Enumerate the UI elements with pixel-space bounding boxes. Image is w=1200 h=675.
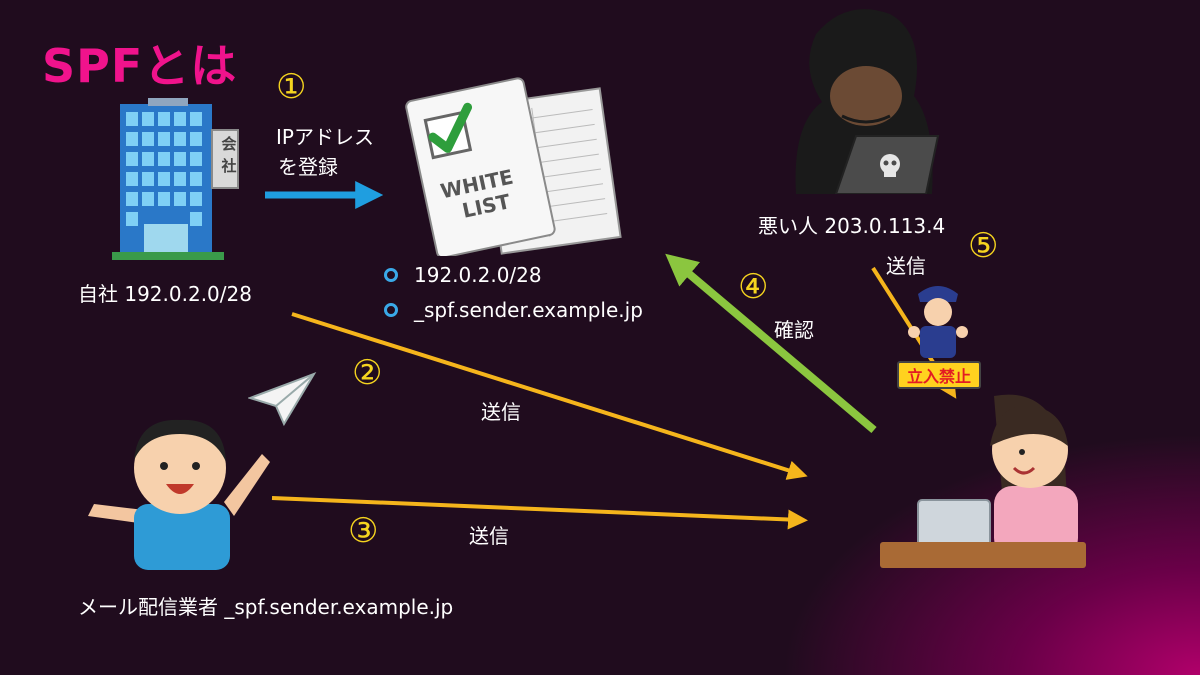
mail-provider-person-icon [88,419,270,570]
step-2-label: 送信 [481,400,521,424]
page-title: SPFとは [42,39,238,93]
company-building-icon [112,98,239,260]
attacker-label: 悪い人 203.0.113.4 [758,214,946,238]
police-officer-icon [908,286,968,358]
company-label: 自社 192.0.2.0/28 [78,282,252,306]
recipient-woman-icon [880,394,1086,568]
whitelist-entry: _spf.sender.example.jp [414,298,643,322]
step-1-label-line1: IPアドレス [276,125,374,149]
step-3-label: 送信 [469,524,509,548]
step-3-number: ③ [348,511,379,551]
check-arrow [665,253,877,434]
step-2-number: ② [352,353,383,393]
step-4-number: ④ [738,267,769,307]
step-1-label-line2: を登録 [278,155,338,179]
step-4-label: 確認 [774,318,814,342]
step-5-label: 送信 [886,254,926,278]
send-arrow-company [291,312,808,480]
whitelist-entry: 192.0.2.0/28 [414,263,542,287]
paper-plane-icon [248,372,317,427]
company-sign: 会社 [221,135,237,175]
attacker-hacker-icon [795,9,940,194]
whitelist-document-icon [405,77,622,256]
whitelist-bullet-icon [384,268,398,282]
whitelist-bullet-icon [384,303,398,317]
step-5-number: ⑤ [968,226,999,266]
block-sign: 立入禁止 [897,361,981,389]
send-arrow-provider [271,496,808,530]
step-1-number: ① [276,67,307,107]
mail-provider-label: メール配信業者 _spf.sender.example.jp [78,595,454,619]
